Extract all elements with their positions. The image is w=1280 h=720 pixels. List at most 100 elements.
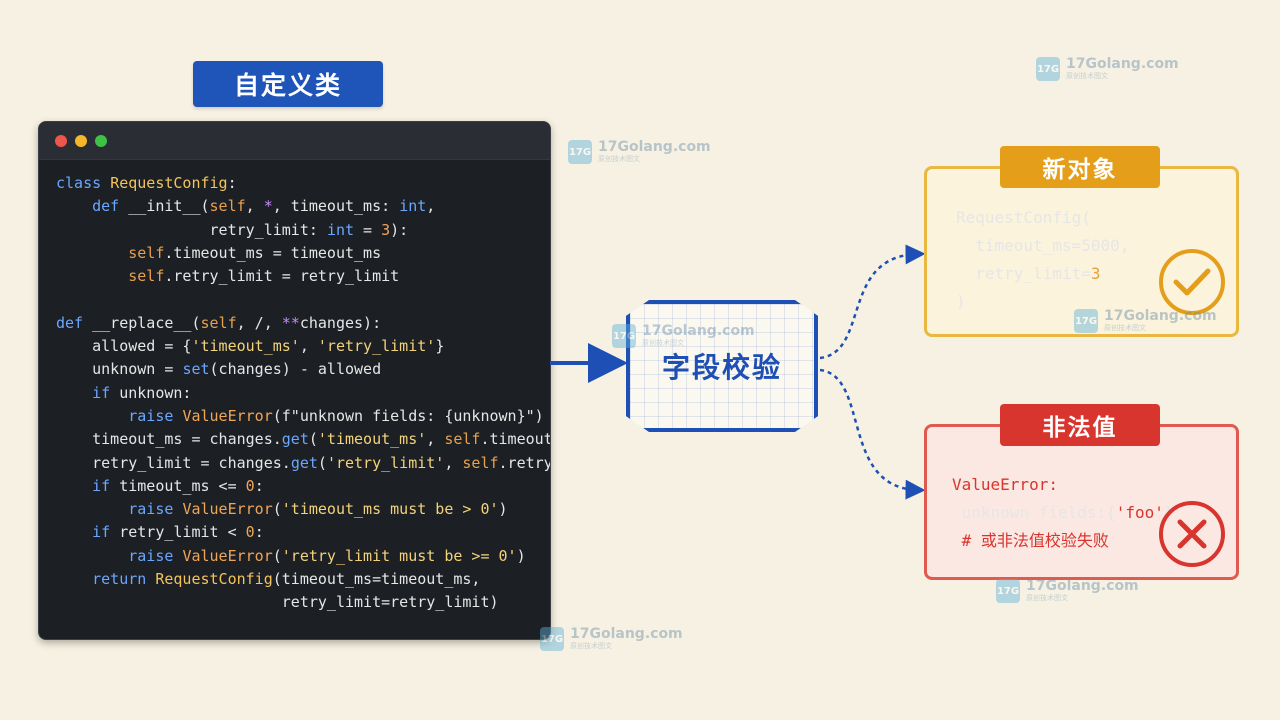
code-line: retry_limit=3 (956, 260, 1129, 288)
code-token: retry_limit: (56, 220, 327, 239)
code-token: RequestConfig( (956, 208, 1091, 227)
code-token: ): (390, 220, 409, 239)
code-token: , (426, 430, 445, 449)
code-token: raise (128, 406, 183, 425)
code-token: return (92, 570, 156, 589)
code-token: self (444, 430, 481, 449)
code-token: , (444, 453, 463, 472)
bad-arrow (819, 368, 926, 500)
code-token: RequestConfig (110, 174, 228, 192)
code-token: .retry_limit) (498, 453, 551, 472)
code-line: def __init__(self, *, timeout_ms: int, (56, 195, 550, 218)
code-line: timeout_ms=5000, (956, 232, 1129, 260)
watermark-logo-icon: 17G (1074, 309, 1098, 333)
code-token: unknown: (119, 383, 192, 402)
code-token: (timeout_ms=timeout_ms, (272, 570, 481, 589)
code-token: get (290, 453, 318, 472)
code-token: if (92, 476, 120, 495)
code-token: if (92, 523, 120, 542)
watermark-text: 17Golang.com (570, 626, 683, 642)
code-token: * (263, 197, 273, 216)
watermark-logo-icon: 17G (612, 324, 636, 348)
code-token: : (254, 476, 264, 495)
code-token: self (128, 243, 165, 262)
code-token: ValueError (182, 500, 273, 519)
code-token: 'retry_limit' (317, 337, 436, 356)
validation-label: 字段校验 (661, 351, 782, 384)
code-line: ValueError: (952, 471, 1174, 499)
code-token: ) (516, 546, 526, 565)
code-token: 'foo' (1115, 503, 1164, 522)
code-line: RequestConfig( (956, 204, 1129, 232)
code-token: ValueError (182, 546, 273, 565)
code-line: return RequestConfig(timeout_ms=timeout_… (56, 568, 550, 591)
watermark-text: 17Golang.com (598, 139, 711, 155)
code-token: allowed = { (56, 337, 192, 356)
watermark-logo-icon: 17G (1036, 57, 1060, 81)
code-token: __init__( (128, 197, 210, 216)
code-token: if (92, 383, 120, 402)
code-line: raise ValueError('retry_limit must be >=… (56, 545, 550, 568)
code-line: class RequestConfig: (56, 172, 550, 195)
code-token: unknown fields:{ (952, 503, 1116, 522)
watermark-text: 17Golang.com (1104, 308, 1217, 324)
code-line: raise ValueError(f"unknown fields: {unkn… (56, 405, 550, 428)
code-token: def (56, 313, 93, 332)
code-token: # 或非法值校验失败 (952, 531, 1109, 550)
watermark-subtext: 原创技术图文 (1026, 594, 1068, 602)
code-token: .timeout_ms = timeout_ms (164, 243, 382, 262)
watermark-text: 17Golang.com (1026, 578, 1139, 594)
window-titlebar (39, 122, 550, 160)
code-line: retry_limit: int = 3): (56, 219, 550, 242)
cross-icon (1159, 501, 1225, 567)
code-token: 'timeout_ms must be > 0' (281, 500, 499, 519)
code-token: __replace__( (92, 313, 201, 332)
title-badge: 自定义类 (193, 61, 383, 107)
code-line: # 或非法值校验失败 (952, 527, 1174, 555)
code-token: retry_limit < (119, 523, 246, 542)
new-object-code: RequestConfig( timeout_ms=5000, retry_li… (956, 204, 1129, 316)
code-token: 0 (245, 523, 255, 542)
code-line: retry_limit = changes.get('retry_limit',… (56, 452, 551, 475)
check-icon (1159, 249, 1225, 315)
watermark-subtext: 原创技术图文 (570, 642, 612, 650)
code-line: raise ValueError('timeout_ms must be > 0… (56, 498, 550, 521)
code-token: (changes) - allowed (209, 360, 382, 379)
code-token: self (128, 267, 165, 286)
watermark-logo-icon: 17G (996, 579, 1020, 603)
code-line: def __replace__(self, /, **changes): (56, 312, 550, 335)
code-token: , timeout_ms: (272, 197, 400, 216)
validation-box: 字段校验 (626, 300, 818, 432)
close-dot-icon (55, 135, 67, 147)
code-token: ValueError (182, 406, 273, 425)
maximize-dot-icon (95, 135, 107, 147)
invalid-value-card: ValueError: unknown fields:{'foo'} # 或非法… (924, 424, 1239, 580)
code-line: if unknown: (56, 382, 550, 405)
code-line: unknown fields:{'foo'} (952, 499, 1174, 527)
code-token: .timeout_ms) (480, 430, 550, 449)
code-token: 3 (381, 220, 391, 239)
ok-arrow (819, 244, 926, 360)
code-block: class RequestConfig: def __init__(self, … (56, 172, 551, 615)
code-token: , (426, 197, 436, 216)
code-token: } (435, 337, 445, 356)
code-token: raise (128, 500, 183, 519)
code-token: .retry_limit = retry_limit (164, 267, 400, 286)
code-line: unknown = set(changes) - allowed (56, 358, 550, 381)
code-token: retry_limit = changes. (56, 453, 291, 472)
code-token: ( (272, 546, 282, 565)
code-token: 3 (1090, 264, 1101, 283)
watermark-subtext: 原创技术图文 (598, 155, 640, 163)
code-token: int (399, 197, 427, 216)
code-token: ) (956, 292, 966, 311)
invalid-value-badge: 非法值 (1000, 404, 1160, 446)
code-token: ( (308, 430, 318, 449)
watermark-logo-icon: 17G (568, 140, 592, 164)
code-token: retry_limit=retry_limit) (56, 593, 499, 612)
